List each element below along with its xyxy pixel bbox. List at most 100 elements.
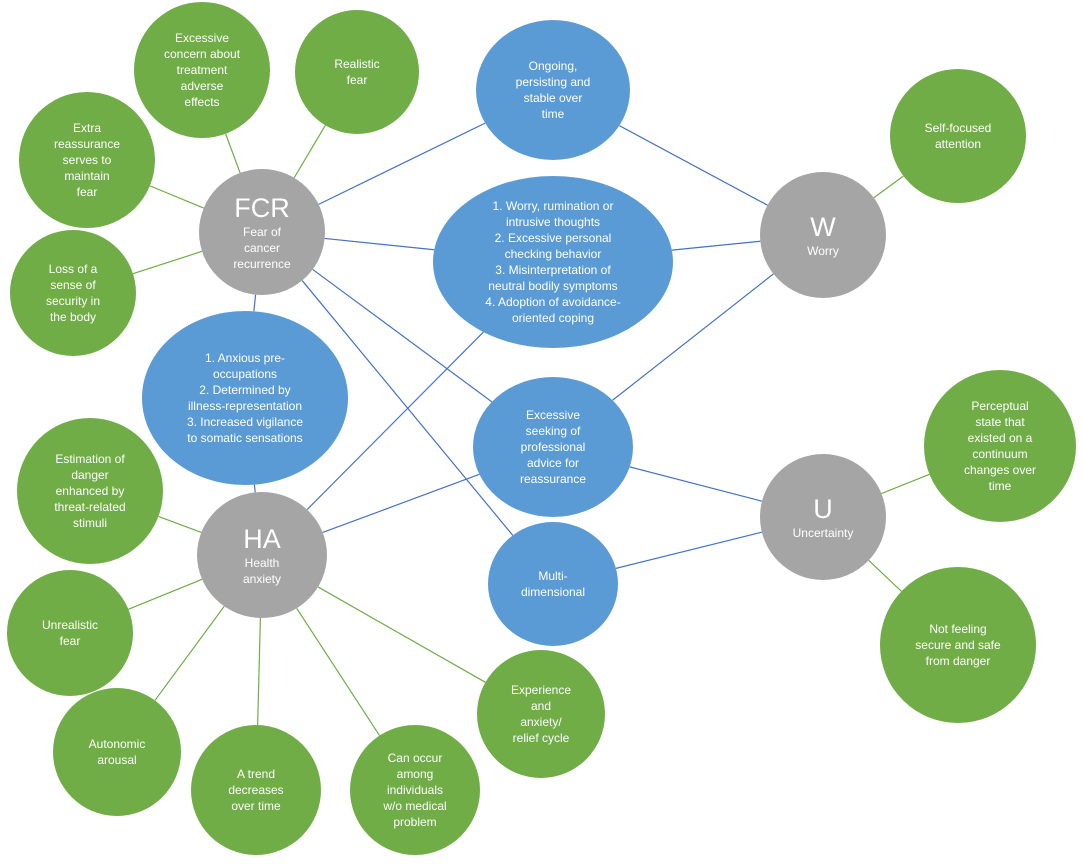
edge-fcr-anxious-list bbox=[253, 294, 257, 312]
node-realistic-line: fear bbox=[347, 73, 368, 87]
edge-fcr-extra bbox=[149, 185, 204, 209]
node-worry-list-line: neutral bodily symptoms bbox=[488, 279, 617, 293]
node-trend-shape bbox=[191, 725, 321, 855]
edge-w-self bbox=[873, 175, 904, 199]
node-perceptual-line: time bbox=[989, 479, 1012, 493]
node-ongoing-line: persisting and bbox=[516, 75, 591, 89]
node-concern-line: adverse bbox=[181, 79, 224, 93]
node-estimation-line: Estimation of bbox=[55, 452, 125, 466]
edge-ha-experience bbox=[317, 586, 486, 683]
node-notfeeling-line: from danger bbox=[926, 654, 991, 668]
node-fcr-title: FCR bbox=[234, 193, 290, 223]
edge-fcr-ongoing bbox=[318, 122, 486, 205]
node-extra-line: Extra bbox=[73, 121, 101, 135]
node-anxious-list-line: 2. Determined by bbox=[199, 383, 290, 397]
node-worry-list-shape bbox=[433, 176, 673, 348]
node-multi-line: Multi- bbox=[538, 569, 567, 583]
node-worry-list-line: oriented coping bbox=[512, 311, 594, 325]
node-loss-line: security in bbox=[46, 294, 100, 308]
node-notfeeling-line: secure and safe bbox=[915, 638, 1001, 652]
node-anxious-list-line: 1. Anxious pre- bbox=[205, 351, 285, 365]
node-experience-line: and bbox=[531, 699, 551, 713]
node-perceptual-line: state that bbox=[975, 415, 1025, 429]
node-concern-line: treatment bbox=[177, 63, 228, 77]
node-ha-line: Health bbox=[245, 556, 280, 570]
node-w-shape bbox=[760, 172, 886, 298]
node-u-line: Uncertainty bbox=[793, 526, 854, 540]
node-perceptual-line: continuum bbox=[972, 447, 1027, 461]
node-worry-list-line: intrusive thoughts bbox=[506, 215, 600, 229]
node-estimation-line: enhanced by bbox=[56, 484, 125, 498]
edge-ha-trend bbox=[257, 617, 261, 726]
node-canoccur-line: Can occur bbox=[388, 751, 443, 765]
node-experience-line: anxiety/ bbox=[520, 715, 562, 729]
edge-worry-list-w bbox=[671, 240, 761, 251]
node-concern-line: effects bbox=[184, 95, 219, 109]
node-w-line: Worry bbox=[807, 244, 839, 258]
node-trend-line: over time bbox=[231, 799, 281, 813]
node-perceptual-line: changes over bbox=[964, 463, 1036, 477]
node-seeking-line: seeking of bbox=[526, 424, 581, 438]
node-loss-line: the body bbox=[50, 310, 96, 324]
edge-u-perceptual bbox=[881, 473, 930, 495]
node-extra-line: serves to bbox=[63, 153, 112, 167]
node-ongoing-line: Ongoing, bbox=[529, 59, 578, 73]
node-fcr-line: recurrence bbox=[233, 257, 291, 271]
node-seeking-line: professional bbox=[521, 440, 586, 454]
node-perceptual-line: existed on a bbox=[968, 431, 1033, 445]
node-estimation-shape bbox=[17, 418, 163, 564]
edge-worry-list-ha bbox=[306, 331, 484, 511]
node-concern-shape bbox=[134, 2, 270, 138]
node-trend-line: decreases bbox=[228, 783, 283, 797]
node-loss-line: sense of bbox=[50, 278, 96, 292]
node-canoccur-shape bbox=[350, 725, 480, 855]
edge-seeking-ha bbox=[322, 473, 480, 534]
node-worry-list-line: 2. Excessive personal bbox=[495, 231, 612, 245]
node-estimation-line: danger bbox=[71, 468, 108, 482]
node-extra-line: fear bbox=[77, 185, 98, 199]
node-autonomic-line: Autonomic bbox=[89, 737, 146, 751]
edge-ha-canoccur bbox=[296, 607, 381, 736]
node-anxious-list-line: to somatic sensations bbox=[187, 431, 302, 445]
node-autonomic-line: arousal bbox=[97, 753, 136, 767]
node-autonomic-shape bbox=[53, 688, 181, 816]
node-seeking-line: advice for bbox=[527, 456, 579, 470]
edge-ongoing-w bbox=[619, 125, 768, 206]
node-anxious-list-shape bbox=[142, 311, 348, 485]
edge-fcr-seeking bbox=[312, 268, 493, 403]
edge-seeking-w bbox=[612, 273, 774, 401]
node-experience-shape bbox=[477, 650, 605, 778]
node-worry-list-line: 4. Adoption of avoidance- bbox=[485, 295, 620, 309]
node-concern-line: Excessive bbox=[175, 31, 229, 45]
node-seeking-line: reassurance bbox=[520, 472, 586, 486]
node-multi: Multi-dimensional bbox=[488, 522, 618, 646]
node-ongoing-line: time bbox=[542, 107, 565, 121]
node-loss-line: Loss of a bbox=[49, 262, 98, 276]
node-multi-line: dimensional bbox=[521, 585, 585, 599]
node-u-shape bbox=[760, 454, 886, 580]
node-ongoing-shape bbox=[476, 20, 630, 160]
edge-fcr-concern bbox=[225, 133, 241, 174]
node-loss: Loss of a sense of security in the body bbox=[10, 230, 136, 356]
node-realistic-shape bbox=[295, 10, 419, 134]
edge-fcr-loss bbox=[132, 250, 203, 275]
node-extra-line: maintain bbox=[64, 169, 109, 183]
node-loss-shape bbox=[10, 230, 136, 356]
edge-multi-u bbox=[615, 531, 762, 569]
node-anxious-list-line: 3. Increased vigilance bbox=[187, 415, 303, 429]
node-ha-title: HA bbox=[243, 524, 281, 554]
